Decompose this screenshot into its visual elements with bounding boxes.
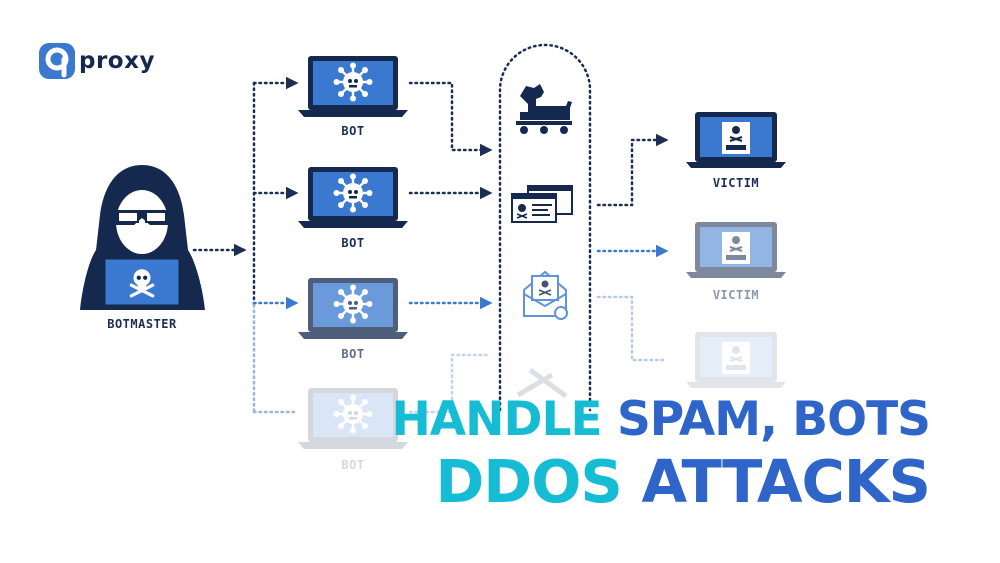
- victim-label-1: VICTIM: [712, 176, 760, 190]
- phishing-page-icon: [511, 185, 573, 223]
- bot-label-2: BOT: [341, 236, 365, 250]
- bot-laptop-3: [298, 278, 408, 339]
- virus-icon: [333, 284, 373, 324]
- hacker-icon: [80, 165, 205, 310]
- trojan-horse-icon: [516, 84, 572, 134]
- virus-icon: [333, 173, 373, 213]
- bot-laptop-1: [298, 56, 408, 117]
- headline-line-2-main: ATTACKS: [641, 447, 931, 516]
- arrow-bot-4-to-capsule: [408, 353, 492, 414]
- bot-laptop-2: [298, 167, 408, 228]
- bot-label-4: BOT: [341, 458, 365, 472]
- victim-label-2: VICTIM: [712, 288, 760, 302]
- spam-mail-icon: [523, 270, 568, 320]
- bot-label-3: BOT: [341, 347, 365, 361]
- arrow-to-victim-1: [596, 133, 669, 207]
- headline-line-1: HANDLE SPAM, BOTS: [391, 396, 931, 443]
- headline-line-1-accent: HANDLE: [391, 392, 617, 447]
- victim-computer-1: [686, 111, 786, 169]
- virus-icon: [333, 62, 373, 102]
- arrow-to-victim-3: [596, 295, 668, 362]
- victim-computer-3: [686, 331, 786, 389]
- headline-line-2-accent: DDOS: [435, 447, 642, 516]
- headline-line-2: DDOS ATTACKS: [435, 452, 931, 511]
- victim-computer-2: [686, 221, 786, 279]
- brand-logo[interactable]: proxy: [38, 42, 155, 80]
- virus-icon: [333, 394, 373, 434]
- attack-vector-capsule: [498, 43, 592, 412]
- proxy-logo-icon: [39, 43, 75, 79]
- botmaster-label: BOTMASTER: [107, 317, 177, 331]
- brand-name: proxy: [79, 48, 155, 74]
- arrow-bot-1-to-capsule: [408, 81, 493, 157]
- headline-line-1-main: SPAM, BOTS: [616, 392, 931, 447]
- attack-tools-icon: [516, 367, 568, 399]
- bot-label-1: BOT: [341, 124, 365, 138]
